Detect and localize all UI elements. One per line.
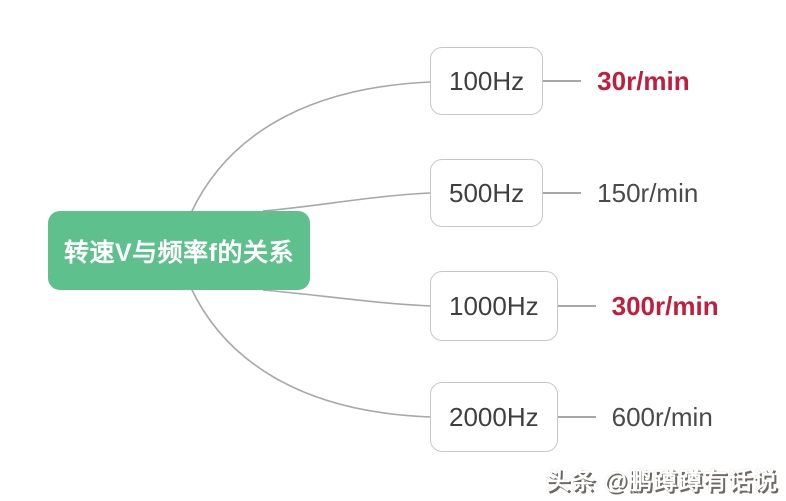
branch-row-2000hz: 2000Hz 600r/min (430, 382, 713, 452)
branch-row-100hz: 100Hz 30r/min (430, 47, 690, 115)
freq-node-500hz[interactable]: 500Hz (430, 159, 544, 227)
curve-branch-100hz (190, 81, 431, 214)
speed-label-30rmin: 30r/min (597, 65, 690, 96)
speed-label-600rmin: 600r/min (611, 401, 713, 432)
branch-row-500hz: 500Hz 150r/min (430, 159, 698, 227)
freq-node-1000hz[interactable]: 1000Hz (430, 271, 558, 341)
branch-connector-line (543, 80, 582, 82)
branch-connector-line (543, 192, 582, 194)
branch-row-1000hz: 1000Hz 300r/min (430, 271, 719, 341)
freq-node-2000hz[interactable]: 2000Hz (430, 382, 558, 452)
curve-branch-1000hz (262, 289, 431, 307)
freq-node-100hz[interactable]: 100Hz (430, 47, 544, 115)
speed-label-300rmin: 300r/min (611, 290, 719, 321)
freq-node-label: 2000Hz (449, 401, 539, 432)
speed-label-150rmin: 150r/min (597, 177, 699, 208)
watermark-brand: 头条 (545, 468, 596, 495)
watermark-handle: @鹏蹲蹲有话说 (603, 468, 778, 495)
branch-connector-line (557, 305, 596, 307)
root-node[interactable]: 转速V与频率f的关系 (48, 211, 310, 290)
watermark: 头条 @鹏蹲蹲有话说 (546, 461, 778, 496)
branch-connector-line (557, 416, 596, 418)
curve-branch-2000hz (190, 287, 431, 418)
freq-node-label: 100Hz (449, 65, 525, 96)
curve-branch-500hz (262, 192, 431, 212)
root-node-label: 转速V与频率f的关系 (63, 238, 294, 267)
freq-node-label: 1000Hz (449, 290, 539, 321)
freq-node-label: 500Hz (449, 177, 525, 208)
